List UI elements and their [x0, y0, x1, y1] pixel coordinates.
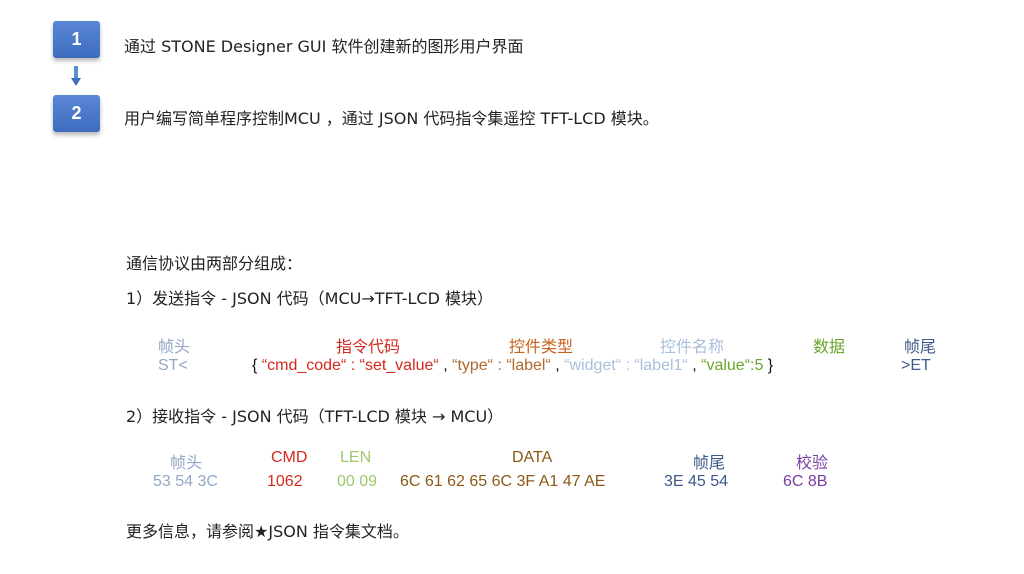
step-2-text: 用户编写简单程序控制MCU ，通过 JSON 代码指令集遥控 TFT-LCD 模…: [124, 109, 659, 128]
recv-value-len: 00 09: [337, 473, 378, 490]
recv-header-frame-tail: 帧尾: [693, 455, 726, 472]
send-header-frame-head: 帧头: [158, 339, 191, 356]
separator: ,: [438, 357, 453, 374]
send-header-cmd-code: 指令代码: [336, 339, 401, 356]
recv-value-checksum: 6C 8B: [783, 473, 828, 490]
send-value-json: { “cmd_code“ : “set_value“ , “type“ : “l…: [252, 357, 773, 375]
step-1-text: 通过 STONE Designer GUI 软件创建新的图形用户界面: [124, 37, 524, 56]
brace-close: }: [763, 357, 774, 374]
step-2-badge: 2: [53, 95, 100, 132]
more-info: 更多信息，请参阅★JSON 指令集文档。: [126, 522, 409, 541]
recv-value-cmd: 1062: [267, 473, 303, 490]
recv-header-checksum: 校验: [796, 455, 829, 472]
send-header-data: 数据: [813, 339, 846, 356]
type-pair: “type“ : “label“: [452, 357, 551, 374]
brace-open: {: [252, 357, 262, 374]
arrow-down-icon: [71, 66, 81, 86]
send-header-frame-tail: 帧尾: [904, 339, 937, 356]
send-header-widget-name: 控件名称: [660, 339, 725, 356]
recv-header-cmd: CMD: [271, 449, 308, 466]
separator: ,: [687, 357, 702, 374]
send-header-widget-type: 控件类型: [509, 339, 574, 356]
widget-pair: “widget“ : “label1“: [564, 357, 688, 374]
separator: ,: [550, 357, 565, 374]
recv-value-data: 6C 61 62 65 6C 3F A1 47 AE: [400, 473, 606, 490]
protocol-intro: 通信协议由两部分组成：: [126, 254, 303, 273]
recv-value-head: 53 54 3C: [153, 473, 218, 490]
recv-header-len: LEN: [340, 449, 372, 466]
send-value-st: ST<: [158, 357, 188, 374]
value-pair: “value“:5: [701, 357, 764, 374]
recv-header-data: DATA: [512, 449, 553, 466]
recv-value-tail: 3E 45 54: [664, 473, 729, 490]
recv-header-frame-head: 帧头: [170, 455, 203, 472]
send-value-et: >ET: [901, 357, 931, 374]
step-1-badge: 1: [53, 21, 100, 58]
send-heading: 1）发送指令 - JSON 代码（MCU→TFT-LCD 模块）: [126, 289, 494, 308]
cmd-code-pair: “cmd_code“ : “set_value“: [261, 357, 439, 374]
recv-heading: 2）接收指令 - JSON 代码（TFT-LCD 模块 → MCU）: [126, 407, 504, 426]
